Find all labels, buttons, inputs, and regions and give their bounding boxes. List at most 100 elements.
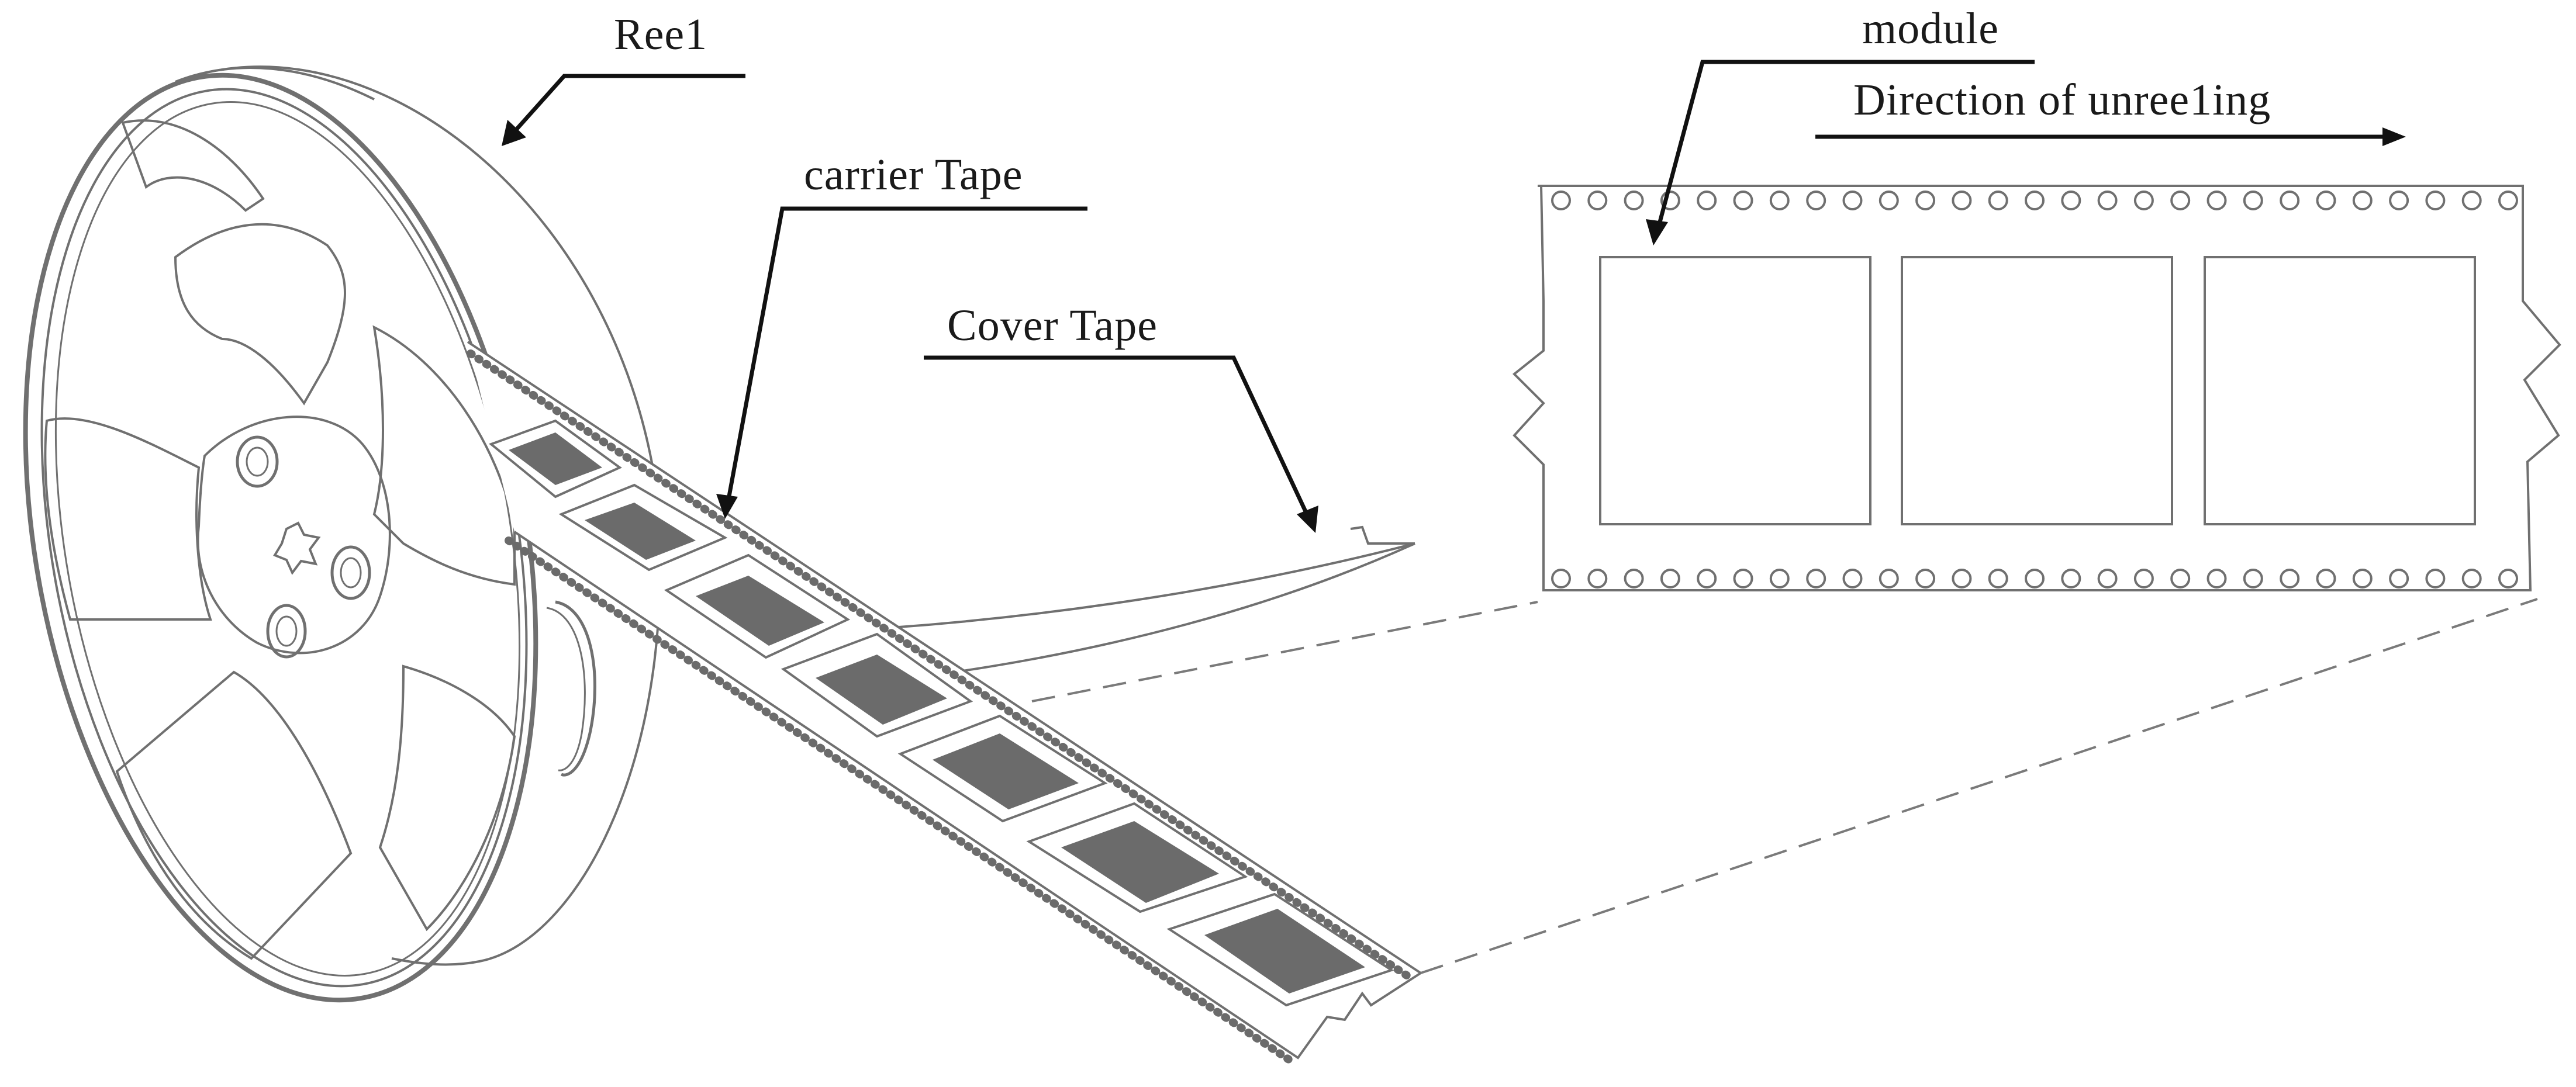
sprocket-hole: [1915, 569, 1936, 588]
label-module: module: [1862, 4, 1999, 53]
reel-window: [372, 325, 516, 586]
reel-window: [174, 223, 346, 406]
sprocket-hole: [2280, 191, 2300, 210]
carrier-tape: [467, 341, 1423, 1068]
detail-tape-outline: [1513, 185, 2561, 591]
detail-pocket: [1901, 256, 2173, 525]
sprocket-hole: [2352, 569, 2373, 588]
leader-lines: [502, 60, 2406, 533]
sprocket-hole: [1551, 191, 1571, 210]
sprocket-hole: [2170, 569, 2191, 588]
sprocket-hole: [2425, 191, 2446, 210]
sprocket-hole: [2097, 191, 2118, 210]
reel-window: [115, 670, 353, 960]
sprocket-hole: [1624, 191, 1644, 210]
label-cover-tape: Cover Tape: [947, 301, 1158, 350]
carrier-tape-components: [509, 432, 1365, 993]
sprocket-hole: [2389, 569, 2409, 588]
sprocket-hole: [2061, 191, 2081, 210]
sprocket-hole: [2133, 569, 2154, 588]
reel-hub-hole: [236, 435, 279, 488]
reel-leader: [513, 74, 745, 133]
label-reel: Ree1: [614, 10, 707, 59]
component: [585, 503, 696, 560]
reel-hub-hole: [330, 545, 371, 600]
sprocket-hole: [2461, 569, 2482, 588]
labels: Ree1 carrier Tape Cover Tape module Dire…: [614, 4, 2271, 350]
sprocket-hole: [2425, 569, 2446, 588]
sprocket-hole: [1879, 569, 1899, 588]
cover-tape-arrow-head: [1297, 506, 1318, 533]
sprocket-hole: [1660, 191, 1680, 210]
reel-front-flange: [23, 72, 538, 1003]
sprocket-hole: [2389, 191, 2409, 210]
sprocket-hole: [2461, 191, 2482, 210]
component: [696, 576, 824, 646]
sprocket-holes-top: [1551, 191, 2518, 210]
detail-pocket: [1599, 256, 1871, 525]
component: [1061, 821, 1219, 903]
sprocket-hole: [2097, 569, 2118, 588]
sprocket-hole: [2206, 191, 2227, 210]
sprocket-hole: [1915, 191, 1936, 210]
sprocket-hole: [1806, 569, 1826, 588]
carrier-tape-leader: [726, 206, 1087, 503]
sprocket-hole: [1587, 569, 1608, 588]
reel-window: [378, 664, 516, 932]
sprocket-hole: [1733, 569, 1753, 588]
sprocket-hole: [1842, 569, 1863, 588]
sprocket-hole: [1551, 569, 1571, 588]
component: [509, 432, 602, 485]
component: [816, 655, 947, 725]
module-leader: [1655, 60, 2035, 231]
component: [933, 733, 1079, 809]
sprocket-hole: [1733, 191, 1753, 210]
component: [1204, 909, 1365, 993]
sprocket-hole: [1952, 191, 1972, 210]
reel-window: [121, 119, 265, 212]
sprocket-hole: [2316, 191, 2336, 210]
sprocket-hole: [2025, 191, 2045, 210]
label-carrier-tape: carrier Tape: [804, 150, 1023, 199]
sprocket-hole: [2498, 191, 2518, 210]
sprocket-hole: [1587, 191, 1608, 210]
sprocket-hole: [1697, 569, 1717, 588]
sprocket-hole: [2025, 569, 2045, 588]
sprocket-hole: [1769, 569, 1790, 588]
cover-tape: [835, 525, 1415, 682]
detail-pocket: [2204, 256, 2476, 525]
sprocket-hole: [2498, 569, 2518, 588]
sprocket-hole: [2352, 191, 2373, 210]
sprocket-hole: [2280, 569, 2300, 588]
carrier-tape-pockets: [489, 419, 1394, 1007]
sprocket-hole: [1988, 569, 2008, 588]
sprocket-hole: [2133, 191, 2154, 210]
carrier-tape-arrow-head: [716, 494, 738, 519]
sprocket-hole: [2206, 569, 2227, 588]
reel-arrow-head: [502, 120, 526, 146]
sprocket-hole: [1879, 191, 1899, 210]
sprocket-hole: [1988, 191, 2008, 210]
module-arrow-head: [1646, 219, 1668, 245]
sprocket-holes-bottom: [1551, 569, 2518, 588]
tape-detail-view: [1513, 185, 2561, 591]
cover-tape-leader: [924, 355, 1312, 521]
sprocket-hole: [2243, 569, 2263, 588]
direction-arrow-head: [2382, 127, 2406, 146]
reel-hub-plate: [196, 416, 391, 655]
label-direction: Direction of unree1ing: [1853, 75, 2271, 124]
sprocket-hole: [1952, 569, 1972, 588]
reel-window: [44, 417, 212, 621]
projection-lines: [1031, 598, 2538, 974]
sprocket-hole: [2170, 191, 2191, 210]
reel-hub-drum: [555, 600, 596, 777]
sprocket-hole: [2061, 569, 2081, 588]
sprocket-hole: [2316, 569, 2336, 588]
sprocket-hole: [2243, 191, 2263, 210]
reel-hub-hole: [266, 604, 307, 659]
reel-center-keyhole: [273, 521, 321, 575]
sprocket-hole: [1697, 191, 1717, 210]
sprocket-hole: [1806, 191, 1826, 210]
